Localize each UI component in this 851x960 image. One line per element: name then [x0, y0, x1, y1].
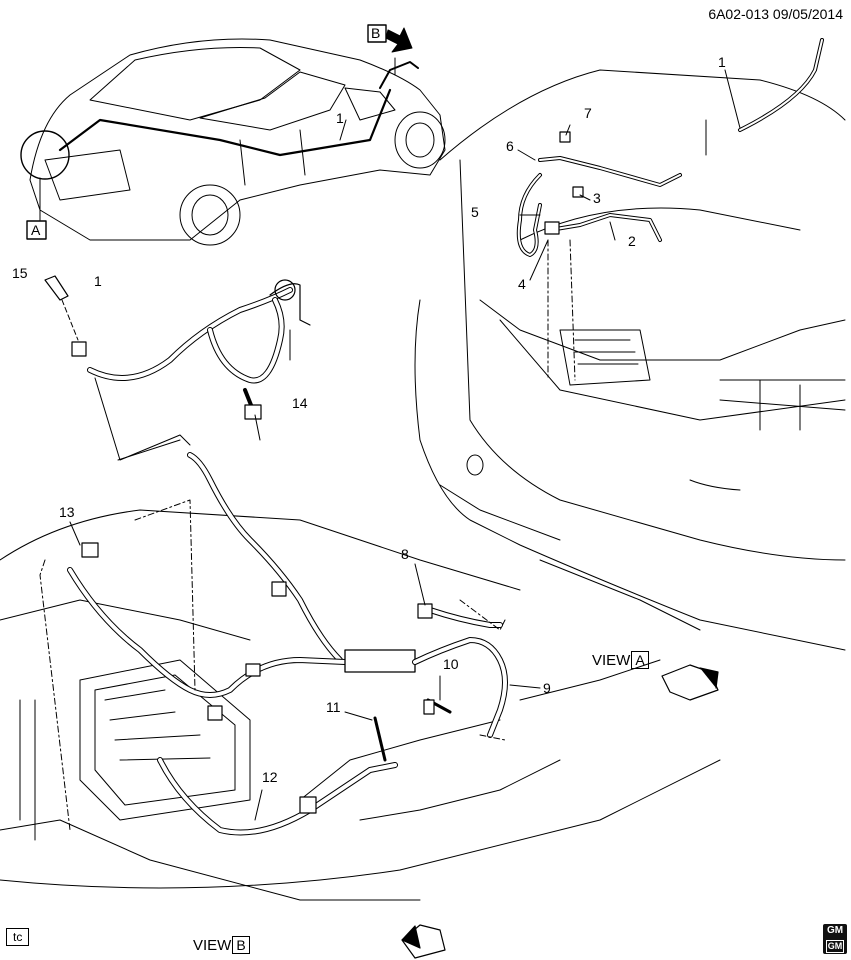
callout-2: 2: [628, 233, 636, 249]
callout-box-b: B: [371, 25, 381, 41]
callout-14: 14: [292, 395, 308, 411]
callout-9: 9: [543, 680, 551, 696]
callout-6: 6: [506, 138, 514, 154]
view-a-prefix: VIEW: [592, 651, 631, 669]
gm-logo-text: GM: [826, 925, 844, 936]
callout-5: 5: [471, 204, 479, 220]
callout-3: 3: [593, 190, 601, 206]
tc-badge: tc: [6, 928, 30, 946]
callout-10: 10: [443, 656, 459, 672]
callout-13: 13: [59, 504, 75, 520]
callout-12: 12: [262, 769, 278, 785]
car-overview: [20, 38, 446, 246]
callout-1-overview: 1: [336, 110, 344, 126]
gm-logo-sub: GM: [826, 940, 844, 953]
box-b: [367, 24, 387, 43]
box-a: [26, 220, 47, 240]
drawing-code: 6A02-013 09/05/2014: [708, 6, 843, 22]
callout-4: 4: [518, 276, 526, 292]
engine-bay: [0, 509, 721, 901]
callout-1-mid: 1: [94, 273, 102, 289]
callout-1-trunk: 1: [718, 54, 726, 70]
gm-logo-icon: GM GM: [823, 924, 847, 954]
view-b-letter: B: [232, 936, 250, 954]
front-arrow-icon: [401, 664, 719, 959]
trunk-view: [414, 69, 846, 651]
callout-box-a: A: [31, 222, 41, 238]
view-b-label: VIEW B: [193, 936, 250, 954]
view-b-prefix: VIEW: [193, 936, 232, 954]
direction-arrow-icon: [385, 27, 413, 53]
view-a-letter: A: [631, 651, 649, 669]
callout-11: 11: [326, 699, 341, 715]
callout-15: 15: [12, 265, 28, 281]
view-a-label: VIEW A: [592, 651, 649, 669]
callout-8: 8: [401, 546, 409, 562]
callout-7: 7: [584, 105, 592, 121]
